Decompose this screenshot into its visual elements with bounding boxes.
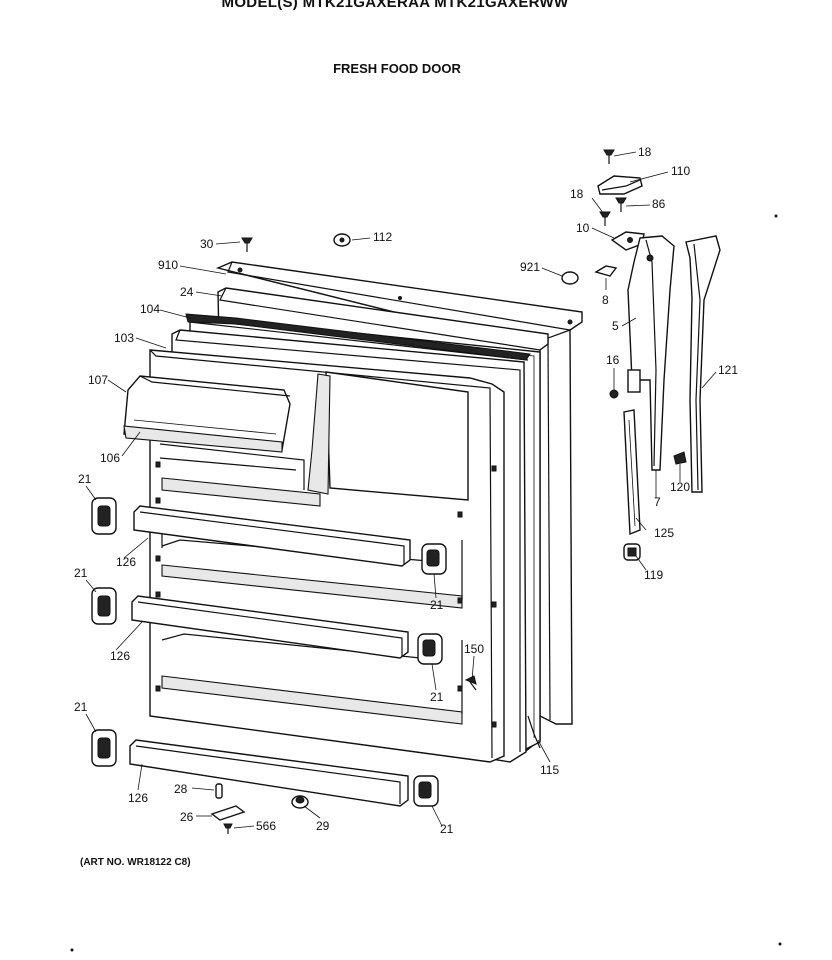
- callout-110: 110: [671, 164, 690, 178]
- door-shelf-bar-3: [129, 739, 409, 807]
- screw-18-mid: [599, 211, 611, 226]
- shim-8: [594, 265, 618, 277]
- diagram-subtitle: FRESH FOOD DOOR: [333, 61, 461, 76]
- screw-120: [673, 451, 687, 465]
- callout-115: 115: [540, 763, 559, 777]
- callout-18: 18: [570, 187, 584, 201]
- screw-18-top: [603, 149, 615, 164]
- pin-28: [215, 783, 223, 799]
- callout-5: 5: [612, 319, 619, 333]
- dairy-compartment-door: [123, 375, 291, 453]
- callout-107: 107: [88, 373, 108, 387]
- callout-126: 126: [116, 555, 136, 569]
- screw-86: [615, 197, 627, 212]
- shelf-end-cap-right-1: [421, 543, 447, 575]
- callout-104: 104: [140, 302, 160, 316]
- handle-trim-121: [685, 235, 721, 493]
- callout-86: 86: [652, 197, 666, 211]
- plug-112: [333, 233, 351, 247]
- callout-921: 921: [520, 260, 540, 274]
- door-shelf-bar-1: [133, 505, 411, 567]
- callout-910: 910: [158, 258, 178, 272]
- screw-30: [241, 237, 253, 252]
- callout-119: 119: [644, 568, 663, 582]
- hinge-cover-110: [597, 175, 643, 195]
- screw-150: [464, 675, 477, 691]
- screw-16: [609, 389, 619, 399]
- callout-labels: 18 110 18 86 10 30 112 910 921 24 8 104 …: [74, 145, 738, 836]
- leader-lines: [85, 151, 717, 829]
- callout-24: 24: [180, 285, 194, 299]
- callout-7: 7: [654, 495, 661, 509]
- callout-120: 120: [670, 480, 690, 494]
- callout-18: 18: [638, 145, 652, 159]
- shelf-end-cap-left-1: [91, 497, 117, 535]
- diagram-title: MODEL(S) MTK21GAXERAA MTK21GAXERWW: [221, 0, 569, 11]
- liner-rivets: [155, 461, 497, 728]
- callout-16: 16: [606, 353, 620, 367]
- callout-21: 21: [440, 822, 454, 836]
- scan-specks: [70, 214, 782, 952]
- callout-21: 21: [74, 566, 88, 580]
- callout-126: 126: [128, 791, 148, 805]
- callout-28: 28: [174, 782, 188, 796]
- callout-21: 21: [430, 690, 444, 704]
- hinge-pin-cap-921: [561, 271, 579, 285]
- callout-106: 106: [100, 451, 120, 465]
- callout-10: 10: [576, 221, 590, 235]
- door-shelf-bar-2: [131, 595, 409, 659]
- callout-112: 112: [373, 230, 392, 244]
- callout-125: 125: [654, 526, 674, 540]
- gasket-strip-115: [527, 715, 541, 749]
- callout-121: 121: [718, 363, 738, 377]
- shelf-end-cap-right-2: [417, 633, 443, 665]
- hinge-5: [627, 235, 675, 471]
- cap-29: [291, 795, 309, 809]
- shelf-end-cap-left-2: [91, 587, 117, 625]
- callout-103: 103: [114, 331, 134, 345]
- callout-21: 21: [78, 472, 92, 486]
- callout-150: 150: [464, 642, 484, 656]
- callout-126: 126: [110, 649, 130, 663]
- callout-21: 21: [74, 700, 88, 714]
- handle-125: [623, 409, 641, 536]
- callout-30: 30: [200, 237, 214, 251]
- callout-21: 21: [430, 598, 444, 612]
- art-number: (ART NO. WR18122 C8): [80, 857, 191, 868]
- callout-26: 26: [180, 810, 194, 824]
- bracket-26: [210, 805, 246, 821]
- shelf-end-cap-left-3: [91, 729, 117, 767]
- screw-566: [223, 823, 233, 834]
- callout-566: 566: [256, 819, 276, 833]
- callout-29: 29: [316, 819, 330, 833]
- shelf-end-cap-right-3: [413, 775, 439, 807]
- callout-8: 8: [602, 293, 609, 307]
